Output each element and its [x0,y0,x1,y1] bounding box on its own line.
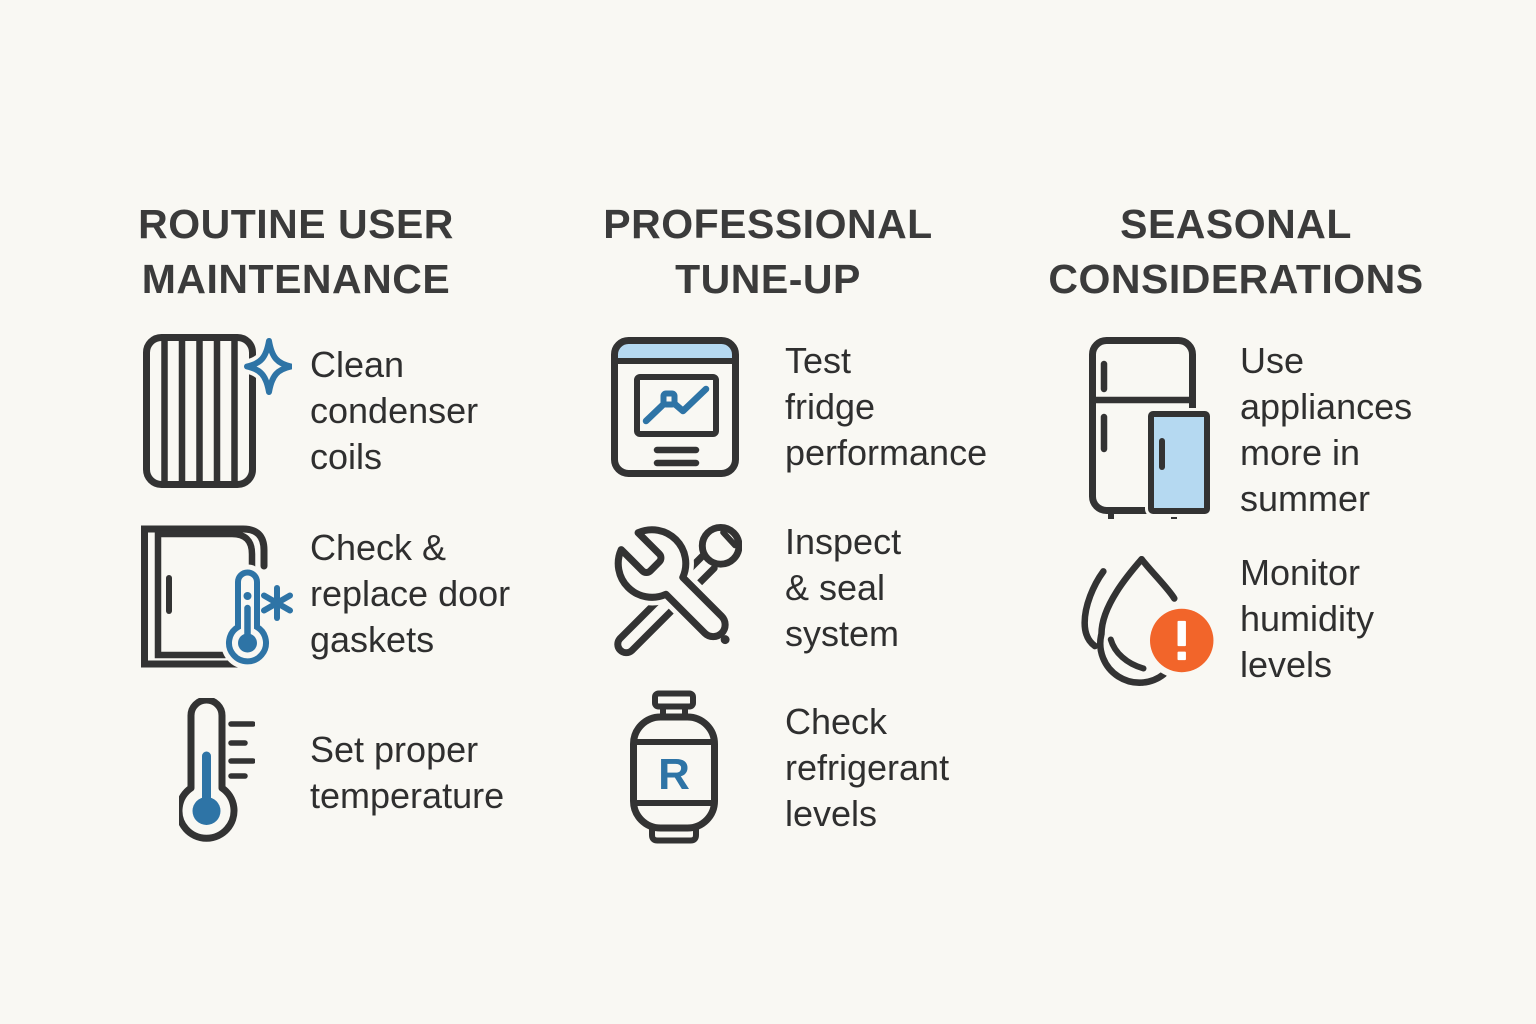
item-label: Use appliances more in summer [1240,339,1413,519]
list-item: Clean condenser coils [139,333,478,489]
icon-box [139,697,294,848]
icon-box [1080,337,1220,522]
list-item: R Check refrigerant levels [607,690,949,845]
droplet-right-side [1138,556,1178,602]
humidity-droplet-warning-icon [1081,556,1220,686]
icon-box [139,519,294,669]
wrench [610,521,734,645]
thermometer-icon [178,697,255,842]
refrigerator-icon [1089,337,1211,519]
droplet-left-side [1097,556,1168,686]
condenser-coils-icon [142,334,292,488]
scale-ticks [227,720,255,779]
list-item: Test fridge performance [607,337,987,477]
text-lines [653,446,699,467]
list-item: Check & replace door gaskets [139,519,510,669]
icon-box [1080,543,1220,695]
refrigerant-letter: R [658,750,690,799]
icon-box [607,518,742,658]
exclamation-icon [1177,620,1186,661]
item-label: Set proper temperature [310,728,505,816]
wrench-screwdriver-icon [610,521,742,657]
performance-chart-window-icon [610,337,739,477]
item-label: Test fridge performance [785,340,988,473]
icon-box: R [607,690,742,845]
column-title-seasonal-considerations: SEASONAL CONSIDERATIONS [1048,201,1424,302]
icon-box [139,333,294,489]
chart-point-marker [660,390,677,408]
list-item: Set proper temperature [139,697,504,848]
item-label: Clean condenser coils [310,344,479,477]
item-label: Inspect & seal system [785,521,902,654]
back-droplet [1081,568,1107,650]
door-gasket-thermometer-icon [141,525,293,669]
item-label: Monitor humidity levels [1240,552,1375,685]
wrench-handle-dot [720,635,730,645]
refrigerant-tank-icon: R [629,690,718,844]
column-title-routine-user-maintenance: ROUTINE USER MAINTENANCE [138,201,454,302]
column-title-professional-tune-up: PROFESSIONAL TUNE-UP [603,201,933,302]
item-label: Check refrigerant levels [785,700,950,834]
snowflake-asterisk-icon [261,585,293,621]
list-item: Inspect & seal system [607,518,901,658]
list-item: Monitor humidity levels [1080,543,1374,695]
fridge-door [1148,411,1210,514]
item-label: Check & replace door gaskets [310,527,511,660]
screwdriver [614,523,742,657]
icon-box [607,337,742,477]
droplet-inner-arc [1107,636,1147,672]
list-item: Use appliances more in summer [1080,337,1412,522]
